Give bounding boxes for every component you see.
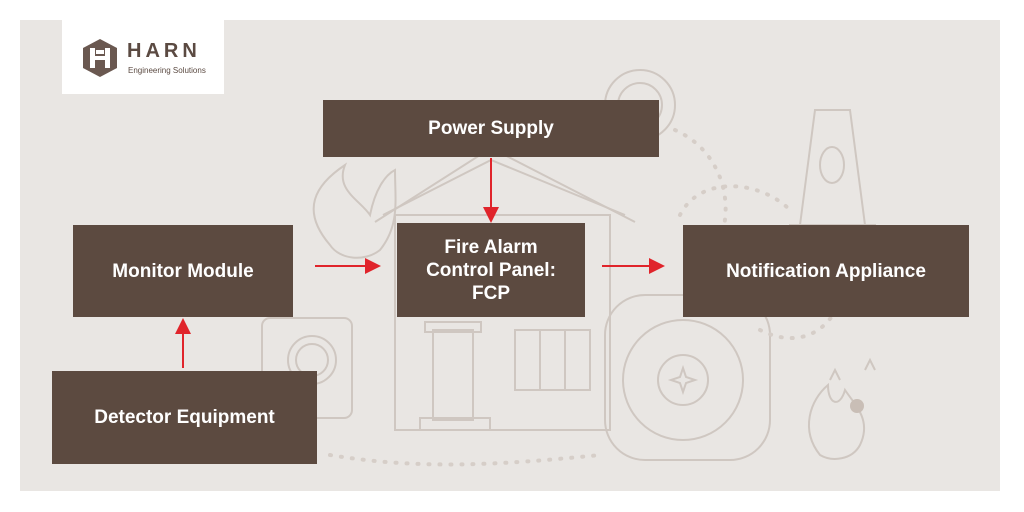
beacon-outline-icon [789, 109, 876, 238]
fire-outline-icon [807, 382, 866, 460]
fcp-label-line-3: FCP [472, 282, 510, 304]
logo-name: HARN [127, 40, 201, 62]
fcp-label: Fire Alarm Control Panel: FCP [426, 236, 556, 305]
logo-hexagon-icon [83, 39, 117, 77]
notification-appliance-label: Notification Appliance [726, 260, 926, 282]
detector-equipment-node: Detector Equipment [52, 371, 317, 464]
power-supply-node: Power Supply [323, 100, 659, 157]
flame-outline-icon [312, 162, 397, 259]
company-logo: HARN Engineering Solutions [62, 20, 224, 94]
fire-alarm-control-panel-node: Fire Alarm Control Panel: FCP [397, 223, 585, 317]
detector-equipment-label: Detector Equipment [94, 407, 275, 428]
alarm-speaker-outline-icon [604, 294, 771, 461]
logo-tagline: Engineering Solutions [128, 66, 206, 75]
monitor-module-node: Monitor Module [73, 225, 293, 317]
monitor-module-label: Monitor Module [112, 260, 254, 282]
power-supply-label: Power Supply [428, 118, 554, 139]
fcp-label-line-2: Control Panel: [426, 259, 556, 281]
fcp-label-line-1: Fire Alarm [444, 236, 538, 258]
indicator-dot-icon [850, 399, 864, 413]
notification-appliance-node: Notification Appliance [683, 225, 969, 317]
